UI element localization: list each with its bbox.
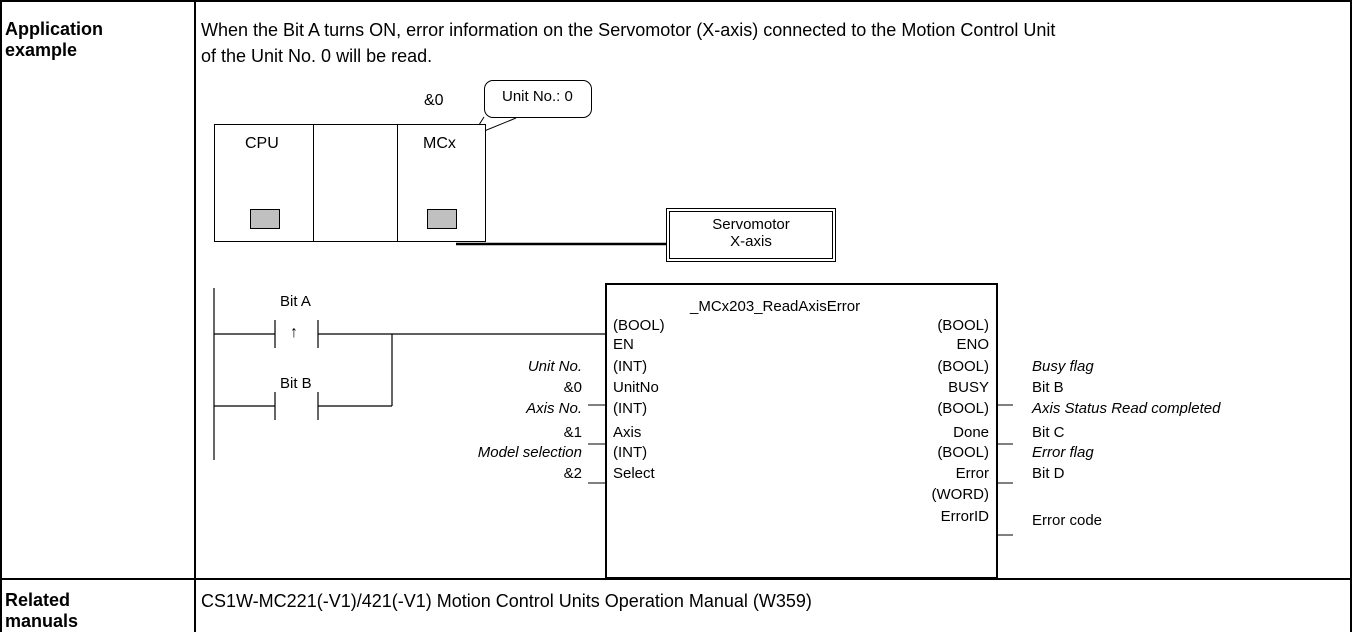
- bit-a-label: Bit A: [280, 293, 311, 310]
- application-example-label: Application example: [5, 19, 103, 60]
- input-annotation-select: Model selection: [477, 444, 582, 461]
- unit-number-label: &0: [424, 92, 444, 109]
- cpu-label: CPU: [245, 135, 279, 152]
- bit-b-label: Bit B: [280, 375, 312, 392]
- input-select-type: (INT): [613, 444, 648, 461]
- output-error-name: Error: [955, 465, 989, 482]
- input-select-name: Select: [613, 465, 655, 482]
- input-en-name: EN: [613, 336, 634, 353]
- input-axis-name: Axis: [613, 424, 642, 441]
- rack-slot-divider: [313, 124, 314, 242]
- output-annotation-done: Axis Status Read completed: [1032, 400, 1221, 417]
- input-value-axis: &1: [563, 424, 582, 441]
- function-block: [605, 283, 998, 579]
- output-eno-type: (BOOL): [937, 317, 989, 334]
- table-right-border: [1350, 0, 1352, 632]
- unit-number-callout: [484, 80, 592, 118]
- output-errorid-name: ErrorID: [940, 508, 989, 525]
- input-value-unitno: &0: [563, 379, 582, 396]
- cpu-indicator: [250, 209, 280, 229]
- rack-slot-divider: [397, 124, 398, 242]
- output-error-type: (BOOL): [937, 444, 989, 461]
- description-line-2: of the Unit No. 0 will be read.: [201, 46, 433, 66]
- input-value-select: &2: [563, 465, 582, 482]
- output-annotation-error: Error flag: [1032, 444, 1094, 461]
- servomotor-axis-label: X-axis: [730, 233, 772, 250]
- output-busy-name: BUSY: [948, 379, 989, 396]
- servomotor-box: Servomotor X-axis: [666, 208, 836, 262]
- mcx-connector: [427, 209, 457, 229]
- input-annotation-unitno: Unit No.: [527, 358, 582, 375]
- mcx-label: MCx: [423, 135, 456, 152]
- output-busy-type: (BOOL): [937, 358, 989, 375]
- rising-edge-icon: ↑: [290, 324, 298, 341]
- function-block-title: _MCx203_ReadAxisError: [690, 298, 861, 315]
- output-value-busy: Bit B: [1032, 379, 1064, 396]
- description-line-1: When the Bit A turns ON, error informati…: [201, 20, 1056, 40]
- table-column-divider: [194, 0, 196, 632]
- input-unitno-type: (INT): [613, 358, 648, 375]
- table-row-divider: [0, 578, 1352, 580]
- input-en-type: (BOOL): [613, 317, 665, 334]
- output-value-error: Bit D: [1032, 465, 1065, 482]
- output-value-errorid: Error code: [1032, 512, 1103, 529]
- input-unitno-name: UnitNo: [613, 379, 659, 396]
- table-top-border: [0, 0, 1352, 2]
- callout-text: Unit No.: 0: [502, 88, 573, 105]
- output-done-name: Done: [953, 424, 989, 441]
- servomotor-label: Servomotor: [712, 216, 790, 233]
- output-annotation-busy: Busy flag: [1032, 358, 1094, 375]
- output-eno-name: ENO: [956, 336, 989, 353]
- table-left-border: [0, 0, 2, 632]
- related-manuals-label: Related manuals: [5, 590, 79, 631]
- output-value-done: Bit C: [1032, 424, 1065, 441]
- input-annotation-axis: Axis No.: [526, 400, 582, 417]
- related-manuals-text: CS1W-MC221(-V1)/421(-V1) Motion Control …: [201, 591, 812, 611]
- input-axis-type: (INT): [613, 400, 648, 417]
- output-errorid-type: (WORD): [931, 486, 989, 503]
- output-done-type: (BOOL): [937, 400, 989, 417]
